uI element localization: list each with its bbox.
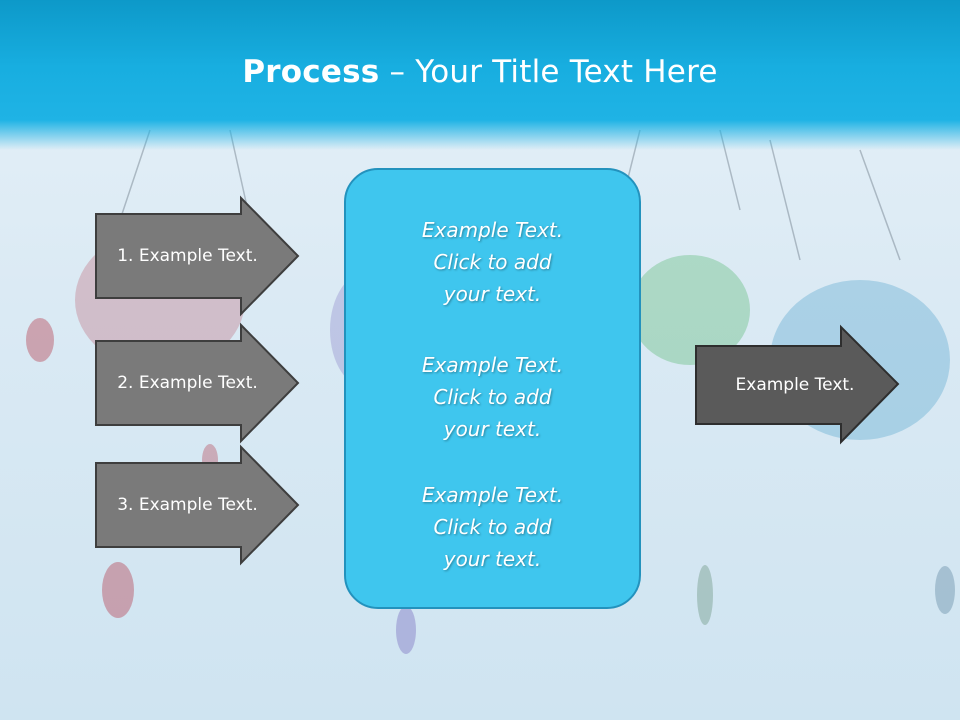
- center-paragraph-1-line3: your text.: [443, 282, 542, 306]
- arrow-shape-1: [95, 195, 300, 317]
- center-text-box[interactable]: Example Text. Click to add your text. Ex…: [344, 168, 641, 609]
- center-paragraph-1-line1: Example Text.: [421, 218, 564, 242]
- header-band: [0, 0, 960, 150]
- center-paragraph-3-line1: Example Text.: [421, 483, 564, 507]
- center-paragraph-1-line2: Click to add: [433, 250, 552, 274]
- left-arrow-2[interactable]: 2. Example Text.: [95, 322, 300, 444]
- title-bold: Process: [242, 54, 380, 90]
- left-arrow-3[interactable]: 3. Example Text.: [95, 444, 300, 566]
- center-paragraph-3-line2: Click to add: [433, 515, 552, 539]
- left-arrow-2-label: 2. Example Text.: [117, 373, 258, 393]
- right-arrow-shape: [695, 324, 900, 445]
- center-paragraph-2-line1: Example Text.: [421, 353, 564, 377]
- center-paragraph-2: Example Text. Click to add your text.: [346, 349, 639, 445]
- center-paragraph-3-line3: your text.: [443, 547, 542, 571]
- slide-title[interactable]: Process – Your Title Text Here: [0, 54, 960, 90]
- arrow-shape-2: [95, 322, 300, 444]
- center-paragraph-2-line3: your text.: [443, 417, 542, 441]
- right-arrow-label: Example Text.: [735, 375, 855, 395]
- left-arrow-1-label: 1. Example Text.: [117, 246, 258, 266]
- center-paragraph-1: Example Text. Click to add your text.: [346, 214, 639, 310]
- arrow-shape-3: [95, 444, 300, 566]
- left-arrow-1[interactable]: 1. Example Text.: [95, 195, 300, 317]
- right-arrow[interactable]: Example Text.: [695, 324, 900, 445]
- left-arrow-3-label: 3. Example Text.: [117, 495, 258, 515]
- center-paragraph-2-line2: Click to add: [433, 385, 552, 409]
- title-rest: – Your Title Text Here: [379, 54, 718, 90]
- center-paragraph-3: Example Text. Click to add your text.: [346, 479, 639, 575]
